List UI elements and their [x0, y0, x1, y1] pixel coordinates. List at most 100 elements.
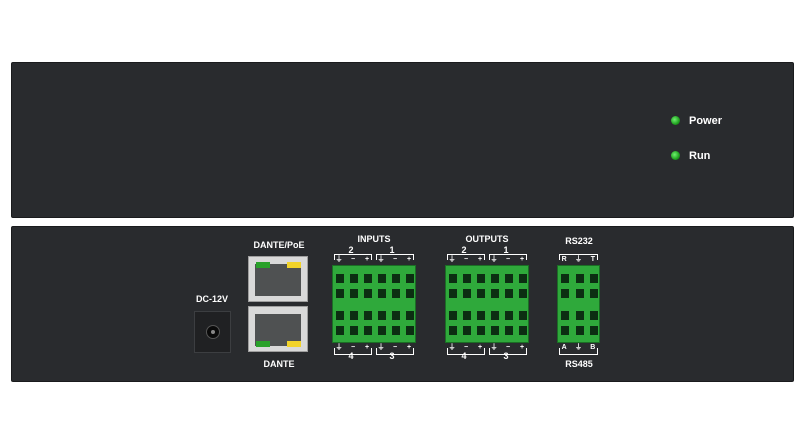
- dante-poe-port[interactable]: [248, 256, 308, 302]
- bracket-line: [334, 348, 335, 354]
- pin-symbol-label: −: [505, 256, 511, 263]
- pin-symbol-label: +: [477, 344, 483, 351]
- pin-symbol-label: ⏚: [335, 256, 343, 263]
- screw-terminal-icon: [589, 274, 598, 283]
- rj45-socket-icon: [255, 264, 301, 296]
- rs485-label: RS485: [565, 359, 593, 369]
- bracket-line: [559, 254, 560, 260]
- screw-terminal-icon: [575, 274, 584, 283]
- bracket-line: [526, 348, 527, 354]
- screw-terminal-icon: [519, 311, 527, 320]
- screw-terminal-icon: [449, 326, 457, 335]
- screw-terminal-icon: [505, 289, 513, 298]
- screw-terminal-icon: [477, 289, 485, 298]
- screw-terminal-icon: [463, 274, 471, 283]
- pin-symbol-label: −: [392, 344, 398, 351]
- screw-terminal-icon: [491, 326, 499, 335]
- pin-symbol-label: −: [350, 344, 356, 351]
- screw-terminal-icon: [406, 311, 414, 320]
- screw-terminal-icon: [350, 326, 358, 335]
- screw-terminal-icon: [463, 289, 471, 298]
- screw-terminal-icon: [477, 326, 485, 335]
- pin-symbol-label: R: [561, 256, 567, 263]
- pin-symbol-label: ⏚: [575, 344, 582, 351]
- run-indicator-label: Run: [689, 150, 711, 162]
- bracket-line: [334, 254, 335, 260]
- screw-terminal-icon: [491, 289, 499, 298]
- bracket-line: [376, 254, 414, 255]
- screw-terminal-icon: [589, 311, 598, 320]
- screw-terminal-icon: [491, 311, 499, 320]
- screw-terminal-icon: [336, 289, 344, 298]
- bracket-line: [559, 348, 560, 354]
- screw-terminal-icon: [350, 274, 358, 283]
- pin-symbol-label: T: [590, 256, 595, 263]
- bracket-line: [489, 354, 527, 355]
- screw-terminal-icon: [378, 289, 386, 298]
- screw-terminal-icon: [364, 289, 372, 298]
- pin-symbol-label: −: [463, 256, 469, 263]
- pin-symbol-label: ⏚: [335, 344, 343, 351]
- screw-terminal-icon: [575, 326, 584, 335]
- screw-terminal-icon: [561, 289, 570, 298]
- outputs-terminal-block[interactable]: [445, 265, 529, 343]
- screw-terminal-icon: [392, 311, 400, 320]
- output-channel-4-label: 4: [461, 351, 467, 361]
- pin-symbol-label: ⏚: [490, 344, 498, 351]
- screw-terminal-icon: [589, 326, 598, 335]
- screw-terminal-icon: [505, 274, 513, 283]
- screw-terminal-icon: [392, 289, 400, 298]
- outputs-label: OUTPUTS: [465, 234, 509, 244]
- bracket-line: [597, 254, 598, 260]
- dante-label: DANTE: [263, 359, 295, 369]
- pin-symbol-label: −: [505, 344, 511, 351]
- bracket-line: [447, 254, 485, 255]
- serial-terminal-block[interactable]: [557, 265, 600, 343]
- dante-port[interactable]: [248, 306, 308, 352]
- bracket-line: [447, 348, 448, 354]
- dc-power-jack[interactable]: [194, 311, 231, 353]
- screw-terminal-icon: [350, 311, 358, 320]
- screw-terminal-icon: [406, 274, 414, 283]
- screw-terminal-icon: [449, 311, 457, 320]
- inputs-label: INPUTS: [357, 234, 391, 244]
- pin-symbol-label: +: [477, 256, 483, 263]
- screw-terminal-icon: [449, 274, 457, 283]
- pin-symbol-label: +: [406, 256, 412, 263]
- screw-terminal-icon: [463, 326, 471, 335]
- inputs-terminal-block[interactable]: [332, 265, 416, 343]
- front-panel: Power Run: [11, 62, 794, 218]
- dante-poe-label: DANTE/PoE: [253, 240, 305, 250]
- power-led-icon: [671, 116, 680, 125]
- bracket-line: [489, 348, 490, 354]
- pin-symbol-label: +: [406, 344, 412, 351]
- input-channel-2-label: 2: [348, 245, 354, 255]
- output-channel-3-label: 3: [503, 351, 509, 361]
- bracket-line: [413, 348, 414, 354]
- screw-terminal-icon: [406, 289, 414, 298]
- input-channel-1-label: 1: [389, 245, 395, 255]
- link-led-icon: [256, 341, 270, 347]
- pin-symbol-label: −: [463, 344, 469, 351]
- pin-symbol-label: ⏚: [377, 344, 385, 351]
- dc-power-label: DC-12V: [195, 294, 229, 304]
- activity-led-icon: [287, 341, 301, 347]
- screw-terminal-icon: [392, 326, 400, 335]
- bracket-line: [376, 348, 377, 354]
- screw-terminal-icon: [406, 326, 414, 335]
- pin-symbol-label: +: [364, 256, 370, 263]
- pin-symbol-label: +: [519, 344, 525, 351]
- output-channel-1-label: 1: [503, 245, 509, 255]
- screw-terminal-icon: [336, 326, 344, 335]
- pin-symbol-label: A: [561, 344, 567, 351]
- screw-terminal-icon: [519, 289, 527, 298]
- screw-terminal-icon: [561, 311, 570, 320]
- bracket-line: [526, 254, 527, 260]
- dc-jack-pin-icon: [211, 330, 215, 334]
- bracket-line: [376, 354, 414, 355]
- screw-terminal-icon: [449, 289, 457, 298]
- bracket-line: [447, 354, 485, 355]
- bracket-line: [484, 348, 485, 354]
- screw-terminal-icon: [378, 274, 386, 283]
- pin-symbol-label: ⏚: [490, 256, 498, 263]
